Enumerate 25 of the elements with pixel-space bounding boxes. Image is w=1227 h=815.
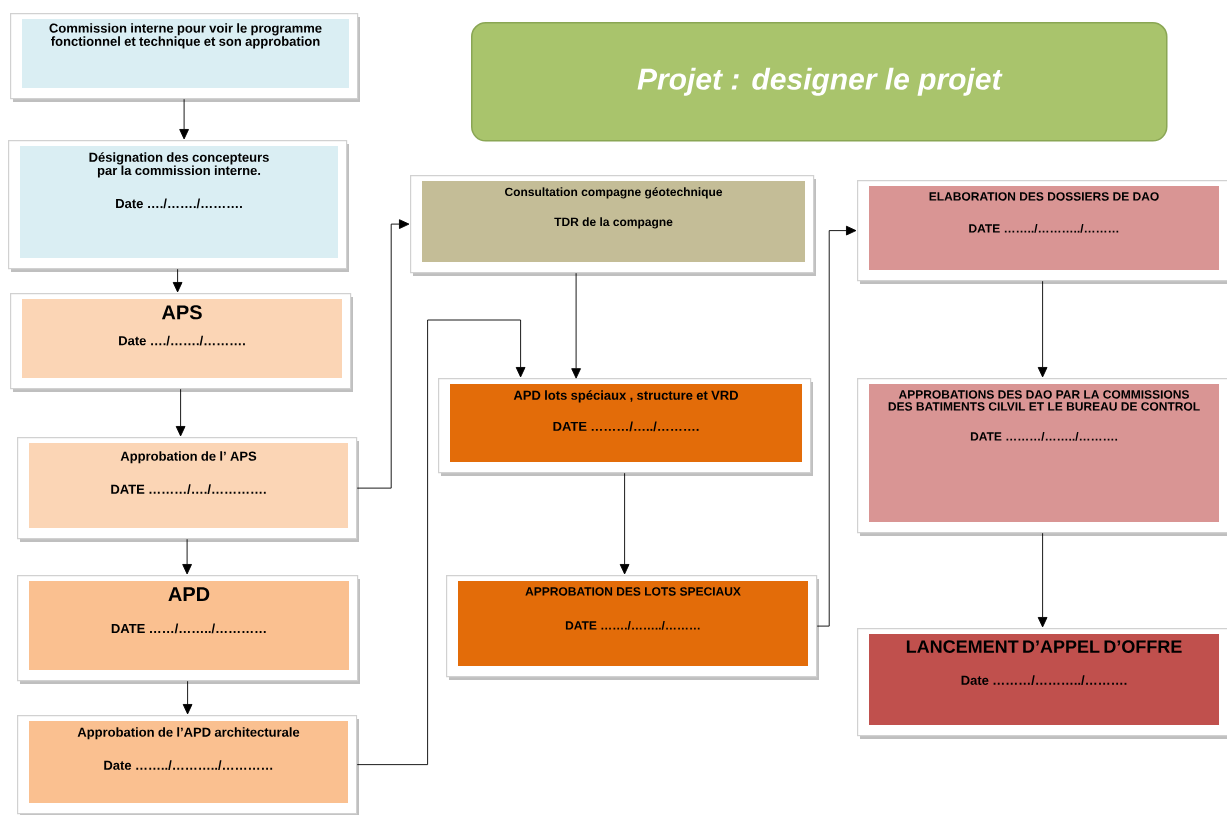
process-box: APD DATE ……/……../…………: [17, 575, 360, 684]
arrow: [619, 472, 630, 575]
process-box: Désignation des concepteurs par la commission interne. Date …./……./……….: [8, 140, 349, 272]
arrow: [816, 225, 857, 627]
process-box: Consultation compagne géotechnique TDR de la compagne: [410, 175, 816, 276]
process-box: APD lots spéciaux , structure et VRD DATE ………/…../……….: [438, 378, 813, 476]
process-box: Commission interne pour voir le programme fonctionnel et technique et son approbation: [10, 13, 360, 102]
arrow: [182, 680, 193, 715]
arrow: [179, 98, 189, 140]
arrow: [356, 319, 526, 766]
process-box: LANCEMENT D’APPEL D’OFFRE Date ………/………../……….: [857, 628, 1227, 739]
process-box: APPROBATIONS DES DAO PAR LA COMMISSIONS DES BATIMENTS CILVIL ET LE BUREAU DE CONTROL DATE ………/……../……….: [857, 378, 1227, 536]
title-banner: Projet : designer le projet: [471, 22, 1168, 142]
arrow: [175, 388, 186, 437]
arrow: [356, 219, 410, 489]
process-box: ELABORATION DES DOSSIERS DE DAO DATE ……../………../………: [857, 180, 1227, 284]
process-box: Approbation de l’APD architecturale Date ……../………../…………: [17, 715, 359, 815]
arrow: [172, 268, 183, 293]
process-box: APS Date …./……./……….: [10, 293, 353, 392]
process-box: APPROBATION DES LOTS SPECIAUX DATE ……./……../………: [446, 575, 819, 680]
process-box: Approbation de l’ APS DATE ………/…./………….: [17, 437, 359, 542]
arrow: [1037, 532, 1048, 628]
arrow: [182, 538, 192, 575]
arrow: [571, 272, 581, 379]
arrow: [1037, 280, 1048, 378]
